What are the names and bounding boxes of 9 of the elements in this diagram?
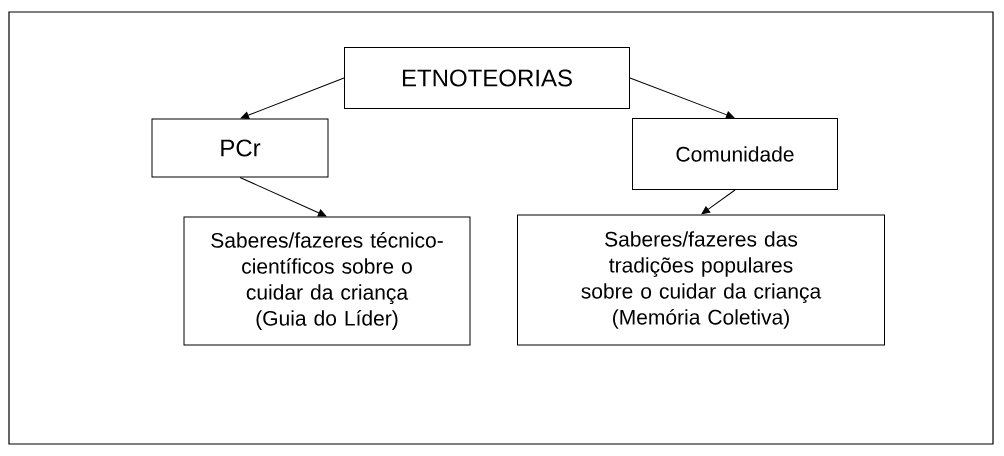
category-box: PCr [151,118,329,178]
category-box: Comunidade [632,118,838,190]
arrow [239,177,327,217]
title-box: ETNOTEORIAS [344,47,630,109]
arrow [701,189,736,215]
description-box: Saberes/fazeres das tradições populares sobre o cuidar da criança (Memória Coletiva) [517,214,885,346]
description-box: Saberes/fazeres técnico-científicos sobre o cuidar da criança (Guia do Líder) [183,216,471,346]
arrow [240,77,345,120]
arrow [629,77,735,119]
